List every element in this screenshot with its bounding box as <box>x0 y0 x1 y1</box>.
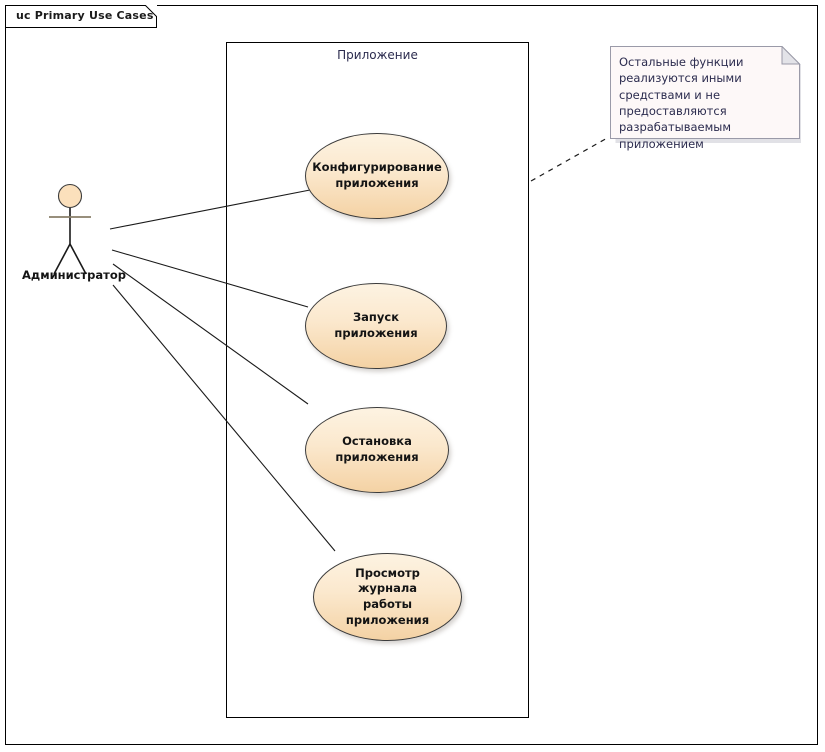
use-case-configure[interactable]: Конфигурирование приложения <box>305 133 449 219</box>
use-case-label: Просмотр журнала работы приложения <box>345 565 430 627</box>
note-comment[interactable]: Остальные функции реализуются иными сред… <box>610 46 801 151</box>
system-boundary-label: Приложение <box>337 48 418 62</box>
use-case-stop[interactable]: Остановка приложения <box>305 407 449 493</box>
note-text: Остальные функции реализуются иными сред… <box>619 55 744 151</box>
actor-figure-icon <box>49 183 91 275</box>
use-case-start[interactable]: Запуск приложения <box>305 283 447 369</box>
diagram-frame <box>5 5 818 745</box>
use-case-label: Остановка приложения <box>335 434 419 464</box>
frame-tab-shape <box>5 5 157 28</box>
actor-administrator[interactable] <box>24 182 124 287</box>
use-case-label: Запуск приложения <box>334 310 418 340</box>
frame-name-tab: uc Primary Use Cases <box>5 5 157 28</box>
frame-title: uc Primary Use Cases <box>16 9 154 22</box>
use-case-label: Конфигурирование приложения <box>312 160 442 190</box>
actor-label: Администратор <box>22 268 126 282</box>
use-case-view-log[interactable]: Просмотр журнала работы приложения <box>313 553 462 641</box>
note-shape-icon <box>610 46 801 143</box>
